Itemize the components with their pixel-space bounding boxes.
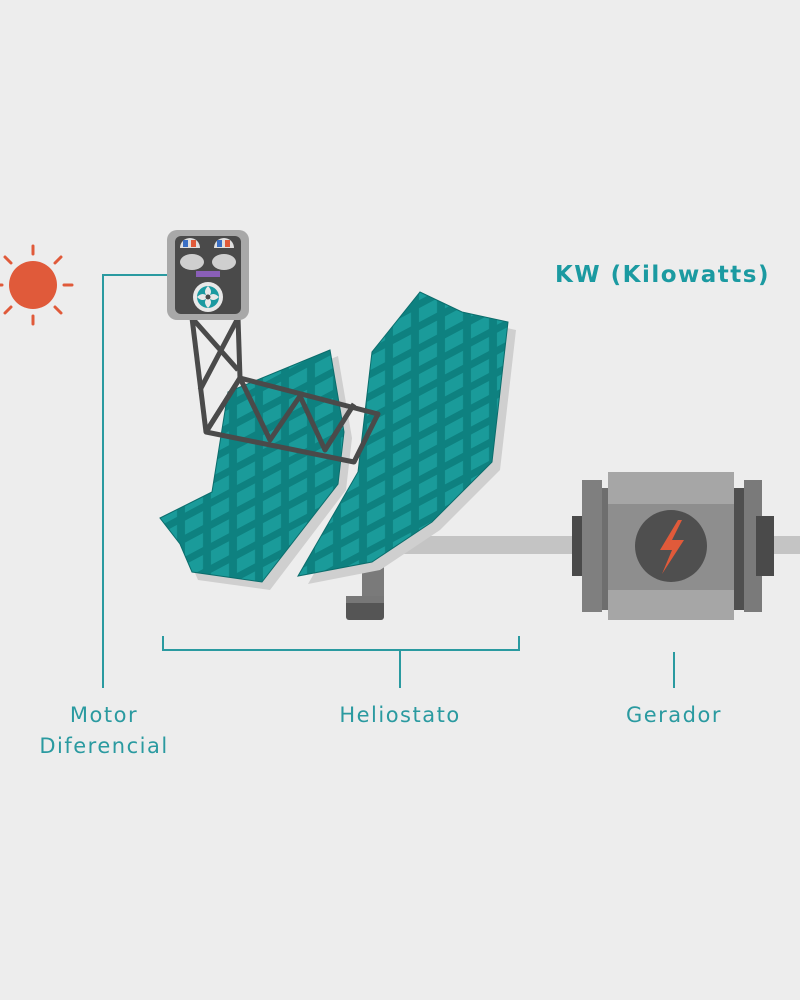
motor-leader-line — [102, 274, 167, 688]
gauge-icon — [180, 238, 234, 248]
fan-icon — [193, 282, 223, 312]
lightning-icon — [660, 520, 684, 574]
differential-motor — [167, 230, 249, 320]
generator — [572, 472, 774, 620]
generator-label: Gerador — [625, 703, 722, 727]
motor-label-line1: Motor — [69, 703, 139, 727]
heliostat-bracket — [162, 636, 520, 688]
motor-label-line2: Diferencial — [39, 734, 169, 758]
heliostat-label: Heliostato — [339, 703, 461, 727]
power-unit-label: KW (Kilowatts) — [554, 262, 770, 288]
sun-icon — [0, 244, 74, 326]
motor-label: Motor Diferencial — [20, 700, 188, 762]
truss-frame — [189, 316, 381, 465]
